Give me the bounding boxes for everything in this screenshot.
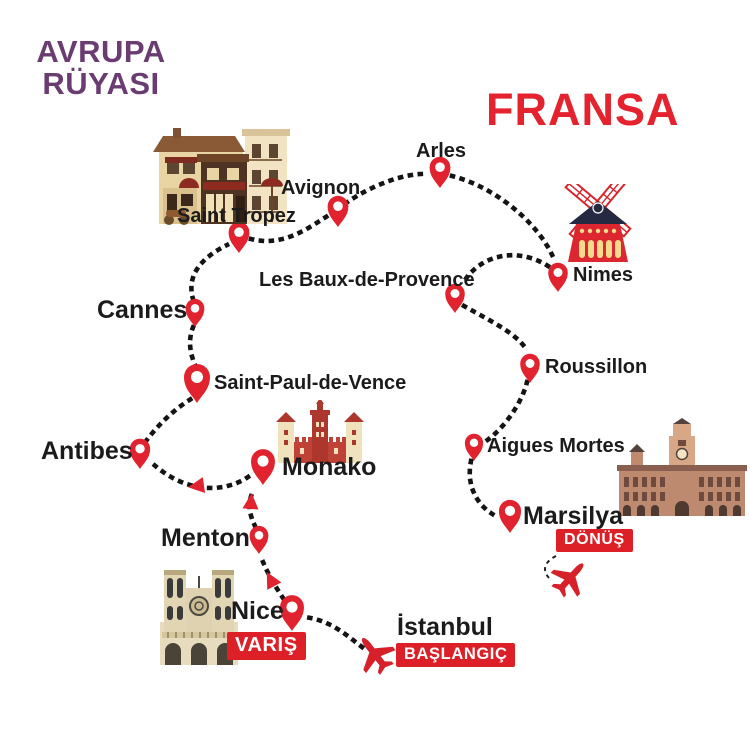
- marseille-palace-illustration: [617, 418, 747, 516]
- route-segment-avignon-arles: [342, 171, 429, 207]
- city-label-istanbul: İstanbul: [397, 613, 493, 641]
- city-label-cannes: Cannes: [97, 296, 188, 324]
- route-segment-arles-nimes: [449, 173, 558, 265]
- city-label-aigues-mortes: Aigues Mortes: [487, 435, 625, 457]
- route-segment-aiguesmortes-marsilya: [467, 458, 498, 519]
- city-label-menton: Menton: [161, 524, 250, 552]
- city-label-saint-paul-de-vence: Saint-Paul-de-Vence: [214, 372, 407, 394]
- city-label-nimes: Nimes: [573, 264, 634, 286]
- notre-dame-cathedral-illustration: [160, 570, 238, 665]
- airplane-icon-start: [347, 626, 402, 681]
- city-label-arles: Arles: [416, 140, 467, 162]
- city-label-nice: Nice: [231, 597, 284, 625]
- city-label-antibes: Antibes: [41, 437, 133, 465]
- airplane-icon-return: [544, 551, 597, 604]
- route-segment-antibes-saintpaul: [142, 395, 195, 445]
- brand-logo-line1: AVRUPA: [36, 34, 166, 69]
- city-label-roussillon: Roussillon: [545, 356, 648, 378]
- direction-arrow-icon: [242, 492, 260, 510]
- route-segment-marsilya-plane: [544, 555, 557, 581]
- country-title: FRANSA: [486, 84, 680, 135]
- city-label-les-baux-de-provence: Les Baux-de-Provence: [259, 269, 475, 291]
- route-segment-monako-antibes: [148, 459, 252, 491]
- map-pin-avignon: [327, 195, 349, 227]
- saint-tropez-shops-illustration: [153, 128, 290, 225]
- badge-baslangic: BAŞLANGIÇ: [396, 643, 516, 667]
- map-pin-menton: [249, 525, 269, 554]
- map-pin-roussillon: [520, 353, 540, 383]
- route-segment-saintpaul-cannes: [187, 321, 200, 371]
- monako-castle-illustration: [276, 400, 364, 463]
- route-segment-lesbaux-roussillon: [460, 302, 532, 356]
- map-pin-cannes: [185, 298, 205, 327]
- city-label-avignon: Avignon: [281, 177, 361, 199]
- brand-logo-line2: RÜYASI: [42, 65, 160, 101]
- badge-varis: VARIŞ: [227, 632, 306, 660]
- route-segment-istanbul-nice: [301, 614, 366, 651]
- route-segment-nimes-lesbaux: [459, 253, 552, 287]
- route-segment-roussillon-aiguesmortes: [482, 379, 530, 445]
- map-pin-antibes: [129, 438, 151, 469]
- city-label-monako: Monako: [282, 453, 377, 481]
- badge-donus: DÖNÜŞ: [556, 529, 633, 552]
- route-segment-cannes-sainttropez: [189, 241, 231, 302]
- route-segment-sainttropez-avignon: [248, 211, 333, 244]
- city-label-marsilya: Marsilya: [523, 502, 624, 530]
- map-pin-nimes: [548, 262, 568, 292]
- map-pin-marsilya: [498, 499, 522, 533]
- route-segment-nice-menton: [258, 554, 287, 602]
- map-pin-aigues-mortes: [464, 433, 484, 461]
- brand-logo: AVRUPA RÜYASI: [28, 36, 174, 99]
- map-pin-saint-paul-de-vence: [184, 364, 210, 403]
- moulin-rouge-windmill-illustration: [564, 184, 632, 262]
- city-label-saint-tropez: Saint Tropez: [177, 205, 296, 227]
- map-pin-monako: [251, 449, 275, 485]
